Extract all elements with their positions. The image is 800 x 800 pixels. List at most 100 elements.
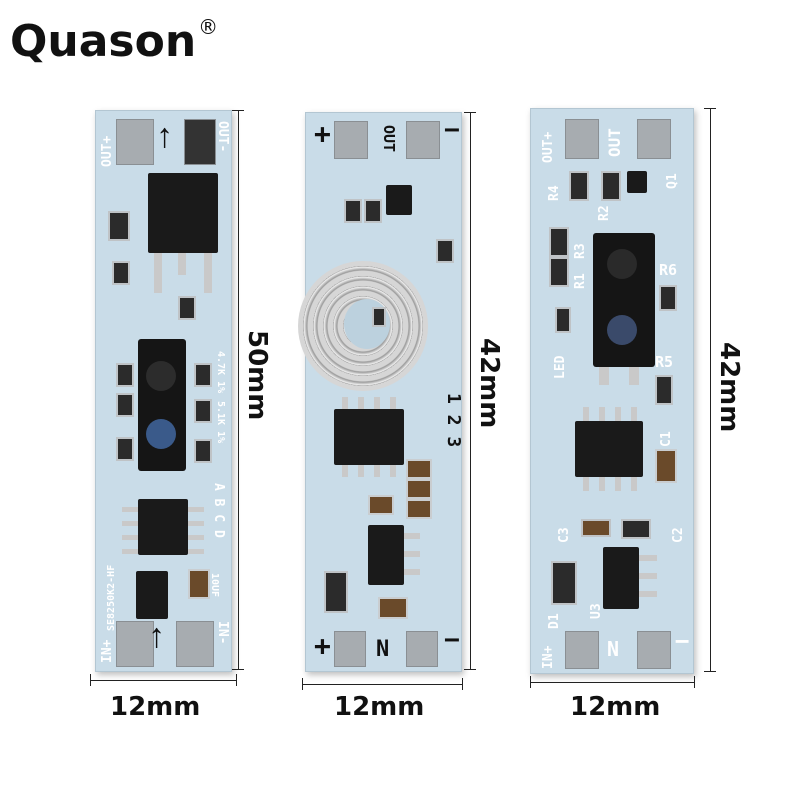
smd-resistor [116,363,134,387]
smd-resistor-r2 [601,171,621,201]
dimension-tick [694,676,695,688]
c2-label: C2 [671,527,686,543]
middle-width-dimension-line [302,684,462,685]
ic-pin [374,397,380,409]
smd-resistor [364,199,382,223]
smd-capacitor [368,495,394,515]
middle-pcb-board: + OUT − 1 2 3 + N − [298,112,464,672]
transistor-leg [178,253,186,275]
smd-resistor [659,285,677,311]
dimension-tick [236,674,237,686]
ic-pin [188,521,204,526]
r6-label: R6 [659,261,678,279]
arrow-up-icon: ↑ [148,617,165,655]
ir-sensor [138,339,186,471]
middle-length-label: 42mm [474,338,504,429]
ir-lens-emitter [607,315,637,345]
n-pad [406,631,438,667]
resistor-value-label: 5.1K 1% [215,401,226,444]
out-plus-pad [565,119,599,159]
smd-capacitor [194,439,212,463]
ic-pin [599,477,605,491]
ic-pin [374,465,380,477]
smd-resistor [436,239,454,263]
ic-pin [358,397,364,409]
minus-top-label: − [444,115,460,145]
out-minus-pad [184,119,216,165]
dimension-tick [90,674,91,686]
abcd-label: A B C D [211,483,226,538]
ic-pin [188,549,204,554]
c3-label: C3 [557,527,572,543]
ic-pin [122,507,138,512]
out-minus-label: OUT- [215,121,230,153]
voltage-regulator [136,571,168,619]
out-label: OUT [605,128,624,157]
in-plus-pad [116,621,154,667]
smd-capacitor-c1 [655,449,677,483]
brand-logo: Quason® [10,15,218,67]
ic-pin [122,521,138,526]
smd-capacitor-c3 [581,519,611,537]
smd-diode [108,211,130,241]
minus-label: − [675,627,690,655]
plus-top-label: + [314,117,331,150]
regulator-pin [404,551,420,557]
ic-pin [615,407,621,421]
n-label: N [607,637,620,661]
left-pcb-board: ↑ OUT+ OUT- 4.7K 1% 5.1K 1% A B C D SE82… [95,110,232,672]
left-width-label: 12mm [110,692,201,722]
r5-label: R5 [655,353,674,371]
smd-resistor [194,363,212,387]
left-width-dimension-line [90,680,236,681]
ic-pin [342,465,348,477]
regulator-pin [639,573,657,579]
smd-capacitor [406,499,432,519]
regulator-pin [639,591,657,597]
arrow-up-icon: ↑ [156,117,173,155]
sensor-pad [334,121,368,159]
dimension-tick [464,112,476,113]
dimension-tick [462,678,463,690]
ic-8pin [575,421,643,477]
voltage-regulator [368,525,404,585]
c1-label: C1 [659,431,674,447]
pin-numbers-label: 1 2 3 [443,393,464,448]
ic-pin [631,407,637,421]
plus-bottom-label: + [314,629,331,662]
regulator-pin [404,569,420,575]
out-plus-label: OUT+ [541,131,556,163]
u3-label: U3 [589,603,604,619]
r4-label: R4 [547,185,562,201]
smd-resistor [116,437,134,461]
ic-pin [390,397,396,409]
n-label: N [376,637,390,662]
smd-capacitor [406,459,432,479]
transistor-leg [204,253,212,293]
middle-length-dimension-line [470,112,471,670]
in-plus-label: IN+ [100,639,115,663]
smd-diode-d1 [551,561,577,605]
ic-pin [583,477,589,491]
smd-resistor-r3 [549,227,569,257]
brand-name: Quason [10,16,197,67]
minus-bottom-label: − [444,625,460,655]
smd-resistor [112,261,130,285]
r3-label: R3 [573,243,588,259]
dimension-tick [464,669,476,670]
smd-resistor [344,199,362,223]
smd-capacitor [188,569,210,599]
ic-pin [631,477,637,491]
ic-pin [390,465,396,477]
right-length-dimension-line [710,108,711,672]
ic-pin [358,465,364,477]
dimension-tick [302,678,303,690]
out-pad [406,121,440,159]
dimension-tick [232,110,244,111]
ic-pin [342,397,348,409]
smd-capacitor [621,519,651,539]
r2-label: R2 [597,205,612,221]
transistor-q1 [627,171,647,193]
sensor-leg [629,367,639,385]
in-minus-pad [176,621,214,667]
